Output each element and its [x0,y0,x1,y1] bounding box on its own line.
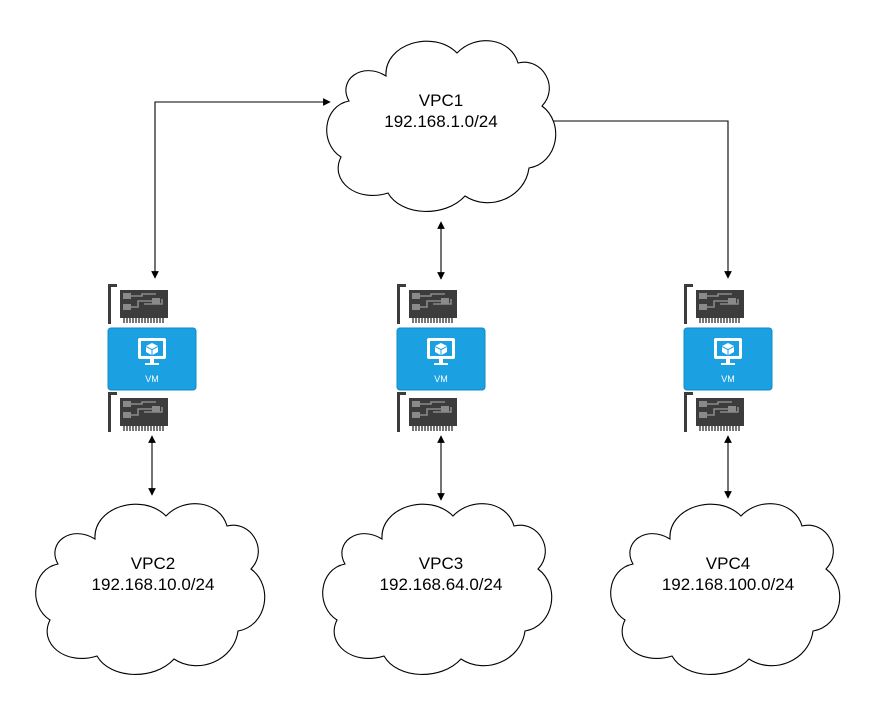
connectors [148,98,732,501]
link-vpc1-vm-right [541,117,732,279]
vpc3-cidr: 192.168.64.0/24 [380,575,503,594]
vpc4-cidr: 192.168.100.0/24 [662,575,794,594]
nic-top-icon [683,283,745,325]
vpc2-cidr: 192.168.10.0/24 [92,575,215,594]
vm-node-right: VM [683,283,773,433]
nic-top-icon [396,283,458,325]
vm-label: VM [145,374,159,384]
nic-top-icon [107,283,169,325]
vpc1-cidr: 192.168.1.0/24 [384,112,497,131]
vpc2-name: VPC2 [131,554,175,573]
vm-monitor-icon [138,338,166,365]
vpc1-name: VPC1 [419,91,463,110]
nic-bottom-icon [107,391,169,433]
vpc3-name: VPC3 [419,554,463,573]
vm-monitor-icon [427,338,455,365]
vm-box[interactable]: VM [396,327,486,391]
nic-bottom-icon [683,391,745,433]
vm-box[interactable]: VM [107,327,197,391]
vm-node-middle: VM [396,283,486,433]
nic-bottom-icon [396,391,458,433]
vm-label: VM [434,374,448,384]
link-vpc1-vm-left [151,98,331,279]
cloud-vpc2: VPC2 192.168.10.0/24 [35,503,266,675]
cloud-vpc1: VPC1 192.168.1.0/24 [326,40,557,212]
vm-label: VM [721,374,735,384]
cloud-vpc3: VPC3 192.168.64.0/24 [322,503,553,675]
vm-monitor-icon [714,338,742,365]
vm-node-left: VM [107,283,197,433]
vm-box[interactable]: VM [683,327,773,391]
cloud-vpc4: VPC4 192.168.100.0/24 [610,503,841,675]
vpc4-name: VPC4 [706,554,750,573]
